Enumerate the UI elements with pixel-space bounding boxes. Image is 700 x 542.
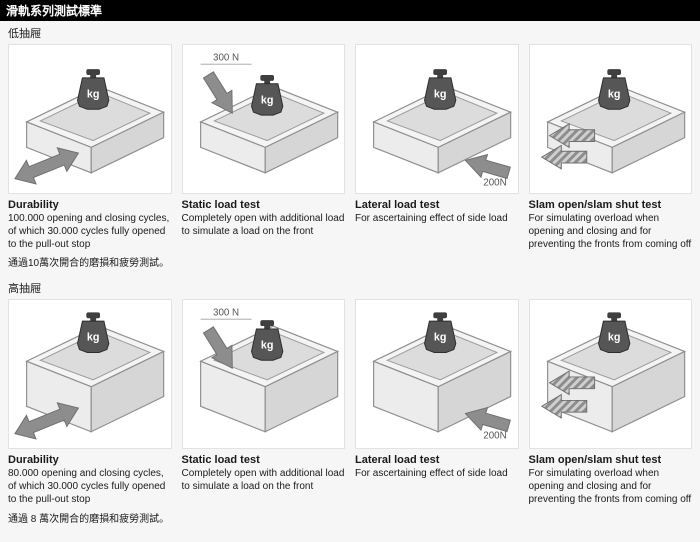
test-caption-durability-low: Durability 100.000 opening and closing c… xyxy=(8,199,172,271)
lateral-load-illustration: kg 200N xyxy=(373,312,513,442)
test-caption-static-high: Static load test Completely open with ad… xyxy=(182,454,346,526)
test-caption-static-low: Static load test Completely open with ad… xyxy=(182,199,346,271)
section-label-low-drawer: 低抽屜 xyxy=(8,28,41,40)
kg-label: kg xyxy=(434,332,447,344)
durability-illustration: kg xyxy=(9,68,165,191)
test-cell-lateral-low: kg 200N xyxy=(355,44,519,194)
test-title: Slam open/slam shut test xyxy=(528,199,662,211)
test-caption-durability-high: Durability 80.000 opening and closing cy… xyxy=(8,454,172,526)
test-title: Slam open/slam shut test xyxy=(528,454,662,467)
kg-label: kg xyxy=(434,88,447,100)
test-cell-static-low: kg 300 N xyxy=(181,44,345,194)
caption-row-low: Durability 100.000 opening and closing c… xyxy=(8,199,692,271)
illustration-row-high: kg kg 300 N kg 200N xyxy=(8,299,692,450)
test-cell-durability-high: kg xyxy=(8,299,172,450)
test-title: Durability xyxy=(8,199,59,211)
test-cell-durability-low: kg xyxy=(8,44,172,194)
test-description: 80.000 opening and closing cycles, of wh… xyxy=(8,468,166,505)
force-label: 300 N xyxy=(213,52,239,63)
test-note-zh: 通過10萬次開合的磨損和疲勞測試。 xyxy=(8,258,170,270)
force-label: 300 N xyxy=(213,307,239,318)
caption-row-high: Durability 80.000 opening and closing cy… xyxy=(8,454,692,526)
section-label-high-drawer: 高抽屜 xyxy=(8,283,41,296)
test-cell-static-high: kg 300 N xyxy=(181,299,345,450)
kg-label: kg xyxy=(260,340,273,352)
kg-label: kg xyxy=(607,332,620,344)
kg-label: kg xyxy=(87,88,100,100)
force-label: 200N xyxy=(483,178,506,189)
page-title: 滑軌系列測試標準 xyxy=(0,0,700,21)
test-caption-slam-high: Slam open/slam shut test For simulating … xyxy=(529,454,693,526)
test-caption-slam-low: Slam open/slam shut test For simulating … xyxy=(529,199,693,271)
test-title: Lateral load test xyxy=(355,199,440,211)
kg-label: kg xyxy=(607,88,620,100)
force-label: 200N xyxy=(483,431,506,442)
test-description: 100.000 opening and closing cycles, of w… xyxy=(8,213,170,250)
kg-label: kg xyxy=(87,332,100,344)
slam-test-illustration: kg xyxy=(540,312,685,433)
kg-label: kg xyxy=(260,94,273,106)
durability-illustration: kg xyxy=(9,312,165,447)
test-cell-slam-low: kg xyxy=(528,44,692,194)
illustration-row-low: kg kg 300 N kg 200N xyxy=(8,44,692,194)
test-caption-lateral-low: Lateral load test For ascertaining effec… xyxy=(355,199,519,271)
test-description: For ascertaining effect of side load xyxy=(355,468,508,480)
test-cell-lateral-high: kg 200N xyxy=(355,299,519,450)
test-description: For simulating overload when opening and… xyxy=(528,468,692,505)
test-title: Durability xyxy=(8,454,59,467)
slam-test-illustration: kg xyxy=(540,68,685,174)
test-description: For simulating overload when opening and… xyxy=(528,213,692,250)
test-title: Lateral load test xyxy=(355,454,440,467)
test-description: Completely open with additional load to … xyxy=(181,468,345,492)
test-description: For ascertaining effect of side load xyxy=(355,213,508,224)
lateral-load-illustration: kg 200N xyxy=(373,68,513,189)
test-description: Completely open with additional load to … xyxy=(181,213,345,237)
test-title: Static load test xyxy=(181,199,260,211)
test-note-zh: 通過 8 萬次開合的磨損和疲勞測試。 xyxy=(8,513,170,525)
test-title: Static load test xyxy=(181,454,260,467)
static-load-illustration: kg 300 N xyxy=(197,307,338,433)
test-cell-slam-high: kg xyxy=(528,299,692,450)
static-load-illustration: kg 300 N xyxy=(197,52,338,174)
test-caption-lateral-high: Lateral load test For ascertaining effec… xyxy=(355,454,519,526)
